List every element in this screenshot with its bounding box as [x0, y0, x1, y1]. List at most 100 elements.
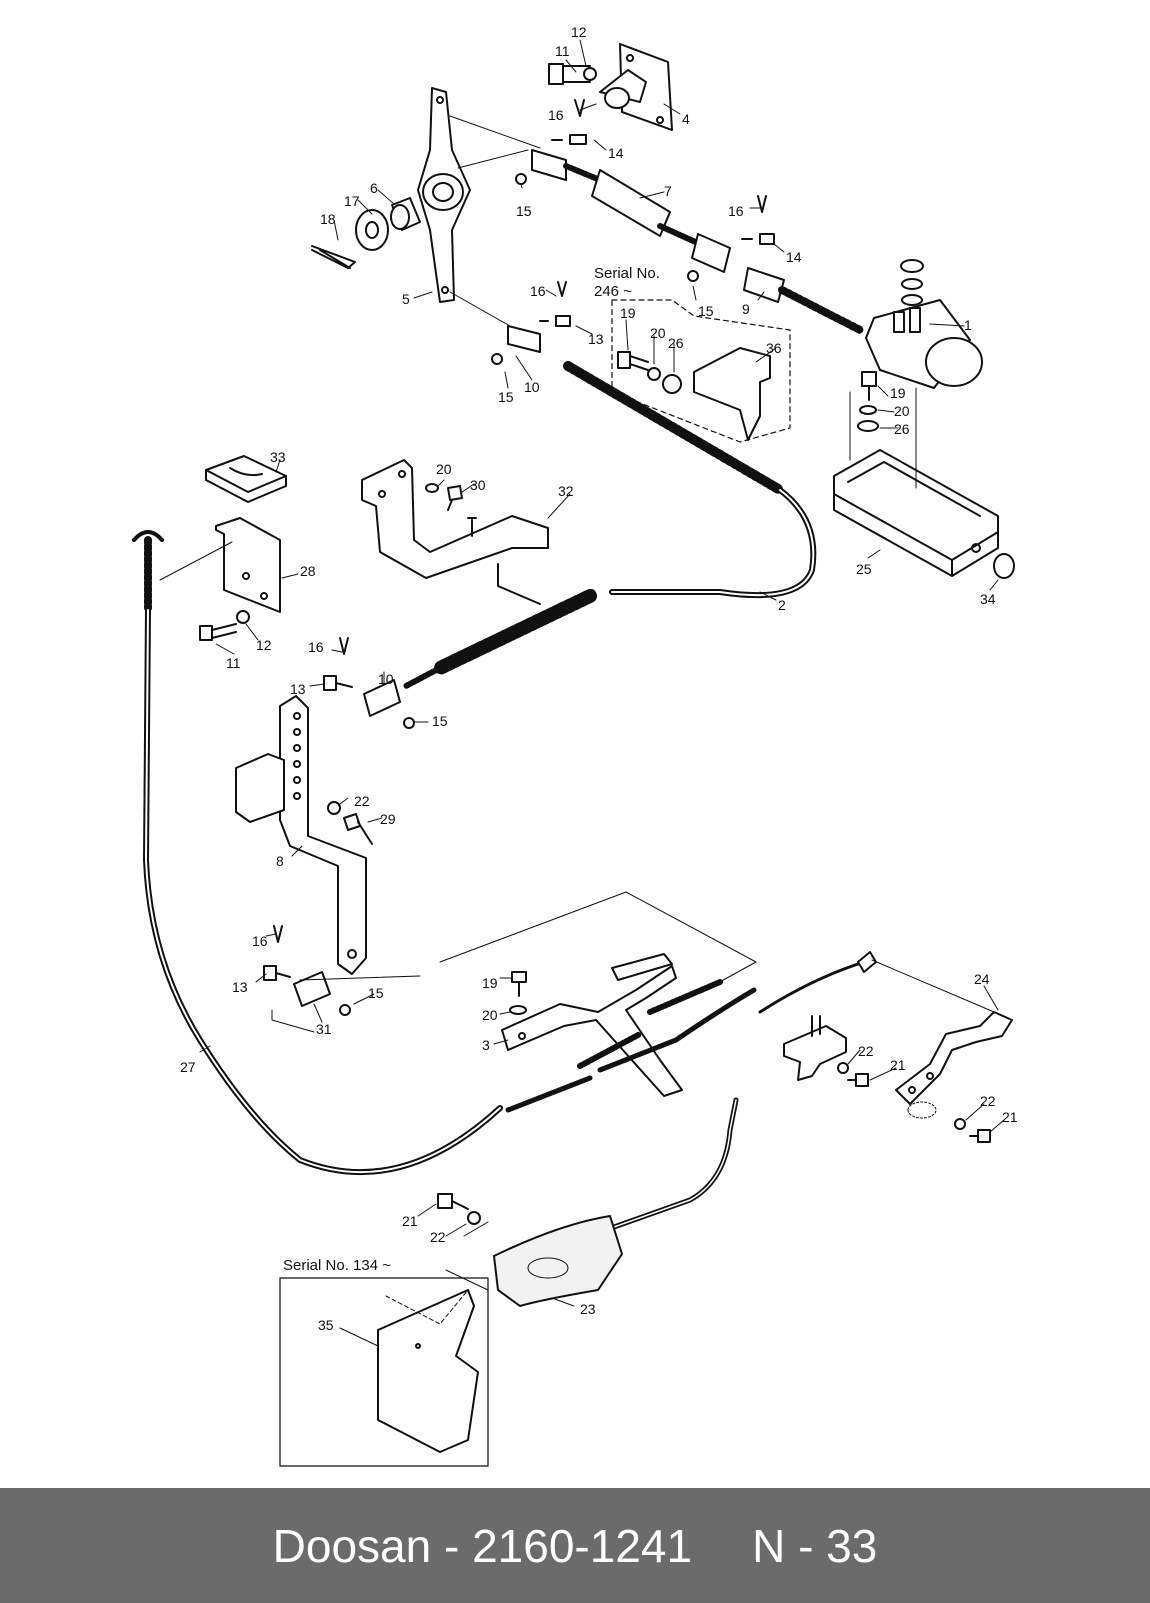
- part-1-nuts: [900, 259, 924, 306]
- callout-26: 26: [668, 335, 684, 351]
- part-24-bracket: [783, 1025, 847, 1081]
- callout-13: 13: [232, 979, 248, 995]
- part-23-boot: [493, 1215, 623, 1307]
- callout-27: 27: [180, 1059, 196, 1075]
- part-21-bolt-b: [969, 1129, 991, 1143]
- part-22-dotted-washer: [907, 1101, 937, 1119]
- serial-note-246-line1: Serial No.: [594, 265, 660, 282]
- part-22-washer-c: [954, 1118, 966, 1130]
- callout-32: 32: [558, 483, 574, 499]
- part-15-washer-e: [339, 1004, 351, 1016]
- part-32-bracket: [361, 459, 549, 605]
- part-1-actuator: [778, 286, 983, 389]
- callout-11: 11: [555, 43, 570, 59]
- part-7-rod: [531, 149, 731, 273]
- part-16-pin-c: [557, 281, 567, 297]
- part-33-pad: [205, 455, 287, 503]
- part-16-pin-a: [574, 99, 585, 117]
- part-35-cover: [377, 1289, 479, 1453]
- callout-20: 20: [482, 1007, 498, 1023]
- callout-9: 9: [742, 301, 750, 317]
- part-3-bracket: [501, 953, 683, 1097]
- part-24-rod: [758, 962, 860, 1014]
- callout-12: 12: [256, 637, 272, 653]
- callout-22: 22: [858, 1043, 874, 1059]
- parts-diagram: Serial No. 246 ~ Serial No. 134 ~ 12 11 …: [132, 24, 1018, 1467]
- part-22-washer-d: [467, 1211, 481, 1225]
- callout-16: 16: [252, 933, 268, 949]
- part-30-bolt: [447, 485, 463, 511]
- callout-35: 35: [318, 1317, 334, 1333]
- part-31-clevis: [293, 971, 331, 1007]
- part-24-lever: [895, 1011, 1013, 1105]
- callout-30: 30: [470, 477, 486, 493]
- callout-20: 20: [894, 403, 910, 419]
- part-11-bolt-mid: [199, 623, 237, 641]
- part-19-bolt-b: [861, 371, 877, 401]
- callout-19: 19: [482, 975, 498, 991]
- part-21-bolt-a: [847, 1073, 869, 1087]
- callout-1: 1: [964, 317, 972, 333]
- part-19-bolt-c: [511, 971, 527, 997]
- part-16-pin-e: [273, 925, 283, 943]
- callout-34: 34: [980, 591, 996, 607]
- callout-21: 21: [1002, 1109, 1018, 1125]
- callout-16: 16: [548, 107, 564, 123]
- callout-15: 15: [516, 203, 532, 219]
- part-25-housing: [833, 449, 999, 577]
- footer-part-number: Doosan - 2160-1241: [272, 1519, 693, 1572]
- part-6-bushing: [390, 197, 421, 231]
- callout-20: 20: [650, 325, 666, 341]
- part-14-bolt-b: [741, 233, 775, 245]
- part-10-clevis-lower: [363, 679, 401, 717]
- callout-16: 16: [308, 639, 324, 655]
- part-15-washer-a: [515, 173, 527, 185]
- part-3-rod: [577, 979, 723, 1069]
- callout-13: 13: [290, 681, 306, 697]
- callout-21: 21: [402, 1213, 418, 1229]
- callout-21: 21: [890, 1057, 906, 1073]
- serial-246-box: [611, 299, 791, 443]
- callout-16: 16: [530, 283, 546, 299]
- callout-19: 19: [890, 385, 906, 401]
- part-10-clevis-upper: [507, 325, 541, 353]
- callout-18: 18: [320, 211, 336, 227]
- callout-11: 11: [226, 655, 241, 671]
- part-26-washer-a: [662, 374, 682, 394]
- callout-14: 14: [608, 145, 624, 161]
- callout-3: 3: [482, 1037, 490, 1053]
- callout-26: 26: [894, 421, 910, 437]
- callout-24: 24: [974, 971, 990, 987]
- callout-22: 22: [980, 1093, 996, 1109]
- callout-leaders: [199, 39, 1005, 1347]
- callout-10: 10: [524, 379, 540, 395]
- part-8-pedal-arm: [235, 695, 367, 975]
- serial-134-box: [279, 1277, 489, 1467]
- callout-25: 25: [856, 561, 872, 577]
- callout-12: 12: [571, 24, 587, 40]
- part-5-lever: [417, 87, 471, 303]
- callout-7: 7: [664, 183, 672, 199]
- footer-bar: Doosan - 2160-1241 N - 33: [0, 1488, 1150, 1603]
- part-12-washer-mid: [236, 610, 250, 624]
- callout-8: 8: [276, 853, 284, 869]
- part-22-washer-a: [327, 801, 341, 815]
- part-9-clevis: [743, 267, 785, 303]
- part-16-pin-b: [757, 195, 767, 213]
- callout-33: 33: [270, 449, 286, 465]
- callout-19: 19: [620, 305, 636, 321]
- callout-2: 2: [778, 597, 786, 613]
- part-2-cable-upper: [563, 361, 817, 599]
- part-20-washer-b: [859, 405, 877, 415]
- part-18-split-pin: [311, 245, 356, 269]
- part-20-washer-a: [647, 367, 661, 381]
- part-14-bolt-a: [551, 134, 587, 145]
- part-34-plug: [993, 553, 1015, 579]
- part-19-bolt-a: [617, 351, 649, 371]
- part-26-washer-b: [857, 420, 879, 432]
- callout-14: 14: [786, 249, 802, 265]
- part-21-bolt-c: [437, 1193, 469, 1210]
- footer-page-number: N - 33: [752, 1519, 878, 1572]
- part-29-bolt: [343, 813, 373, 845]
- part-13-bolt-c: [263, 965, 291, 981]
